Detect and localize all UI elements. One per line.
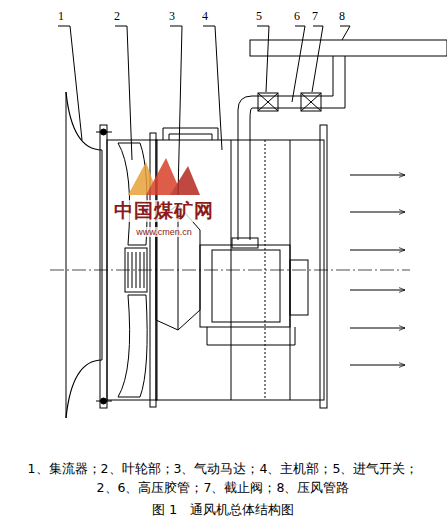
callout-number: 8 bbox=[339, 10, 345, 24]
figure-caption: 图 1 通风机总体结构图 bbox=[152, 503, 294, 518]
legend-line: 1、集流器；2、叶轮部；3、气动马达；4、主机部；5、进气开关； bbox=[28, 462, 419, 476]
legend-line: 2、6、高压胶管；7、截止阀；8、压风管路 bbox=[97, 481, 350, 495]
callout-number: 4 bbox=[202, 10, 208, 24]
callout-number: 2 bbox=[114, 10, 120, 24]
callout-number: 6 bbox=[294, 10, 300, 24]
callout-number: 7 bbox=[312, 10, 318, 24]
callout-number: 1 bbox=[58, 10, 64, 24]
callout-number: 3 bbox=[169, 10, 175, 24]
watermark: 中国煤矿网 bbox=[114, 200, 214, 222]
watermark-logo bbox=[128, 158, 200, 195]
callout-number: 5 bbox=[256, 10, 262, 24]
watermark: www.cmen.cn bbox=[136, 227, 192, 237]
fan-outline bbox=[50, 26, 447, 418]
